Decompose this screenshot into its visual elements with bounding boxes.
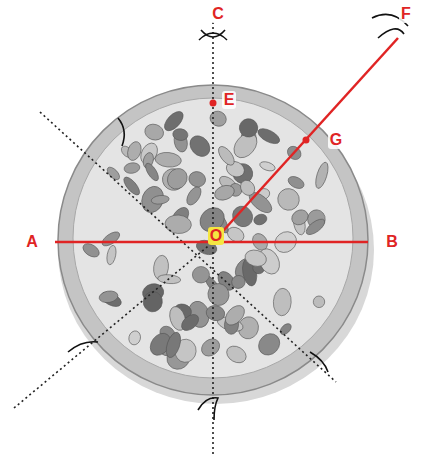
pizza-top: [73, 98, 353, 378]
topping: [254, 329, 284, 359]
topping: [99, 289, 124, 309]
topping: [100, 229, 122, 248]
topping: [229, 202, 257, 230]
ray-line: [213, 38, 398, 242]
compass-arc: [68, 342, 98, 352]
topping: [224, 343, 249, 366]
topping: [184, 184, 204, 207]
topping: [142, 291, 163, 313]
topping: [208, 108, 229, 128]
topping: [186, 132, 214, 161]
diagonal-line: [14, 242, 213, 408]
topping: [205, 281, 231, 308]
point-label: G: [328, 131, 344, 149]
point-label: E: [222, 91, 237, 109]
topping: [192, 266, 210, 283]
topping: [252, 212, 268, 226]
compass-arc: [201, 30, 225, 37]
topping: [127, 330, 142, 347]
topping: [121, 175, 142, 198]
topping: [187, 170, 208, 189]
topping: [163, 330, 183, 359]
topping: [243, 248, 268, 269]
compass-arcs: [68, 14, 408, 420]
topping: [172, 128, 189, 142]
diagonal-bisector: [40, 112, 336, 382]
topping: [123, 162, 140, 175]
topping: [278, 322, 293, 337]
topping: [143, 122, 166, 143]
topping: [98, 290, 119, 304]
topping: [237, 117, 259, 139]
topping: [205, 304, 226, 322]
topping: [179, 311, 202, 333]
topping: [198, 335, 223, 359]
topping: [154, 151, 182, 168]
topping: [105, 245, 117, 266]
point-label: O: [208, 227, 224, 245]
topping: [313, 295, 326, 308]
topping: [256, 126, 282, 147]
compass-arc: [378, 29, 404, 38]
topping: [161, 108, 186, 134]
point-label: B: [384, 233, 400, 251]
point-dot: [210, 100, 217, 107]
point-dot: [303, 137, 310, 144]
point-label: A: [24, 233, 40, 251]
topping: [313, 161, 330, 190]
compass-arc: [310, 352, 328, 372]
topping: [273, 288, 292, 316]
topping: [125, 140, 143, 162]
topping: [289, 207, 311, 228]
point-label: F: [399, 5, 413, 23]
topping: [222, 302, 248, 329]
topping: [213, 183, 237, 203]
point-label: C: [210, 5, 226, 23]
topping: [164, 214, 192, 234]
topping: [259, 160, 277, 173]
topping: [143, 161, 161, 182]
topping: [163, 165, 191, 193]
topping: [151, 194, 170, 205]
compass-arc: [198, 398, 218, 420]
topping: [81, 241, 102, 260]
compass-arc: [118, 118, 124, 146]
